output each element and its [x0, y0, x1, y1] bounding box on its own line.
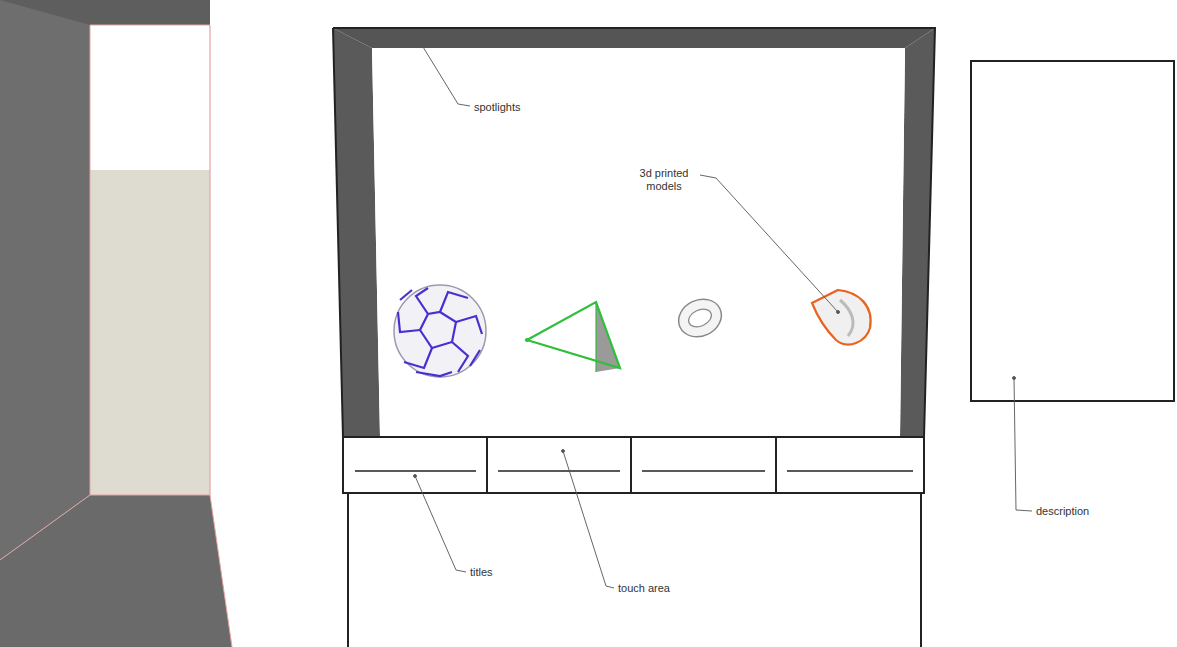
sphere-model [394, 285, 486, 377]
leader-lines [414, 41, 1033, 589]
torus-model [672, 292, 727, 343]
callout-label: titles [470, 566, 493, 579]
cabinet [348, 493, 921, 647]
touch-strip [343, 437, 924, 493]
room-render [0, 0, 232, 647]
pyramid-model [525, 302, 620, 372]
callout-label: touch area [618, 582, 670, 595]
curved-model [812, 290, 871, 344]
callout-label: 3d printed models [632, 167, 696, 193]
description-panel [971, 61, 1174, 401]
callout-label: spotlights [474, 101, 520, 114]
display-case [333, 28, 935, 437]
callout-label: description [1036, 505, 1089, 518]
